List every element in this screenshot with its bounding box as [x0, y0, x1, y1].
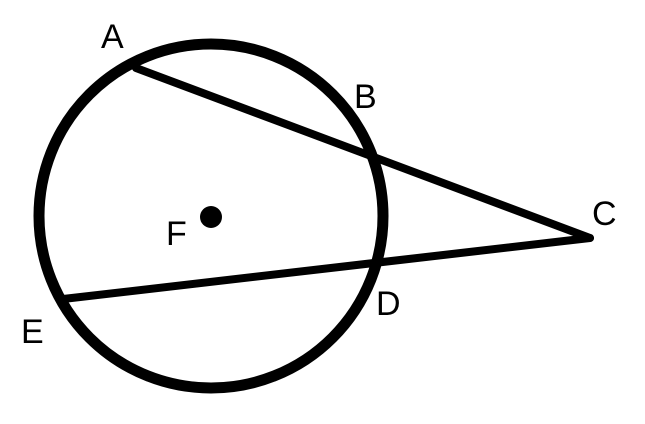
secant-ec	[59, 234, 594, 303]
center-point-f	[200, 206, 222, 228]
label-a: A	[101, 18, 124, 56]
label-b: B	[354, 78, 377, 116]
label-d: D	[376, 285, 401, 323]
circle-f	[33, 38, 389, 394]
label-f: F	[166, 215, 187, 253]
secant-ac	[132, 64, 594, 242]
label-e: E	[21, 313, 44, 351]
label-c: C	[592, 195, 617, 233]
